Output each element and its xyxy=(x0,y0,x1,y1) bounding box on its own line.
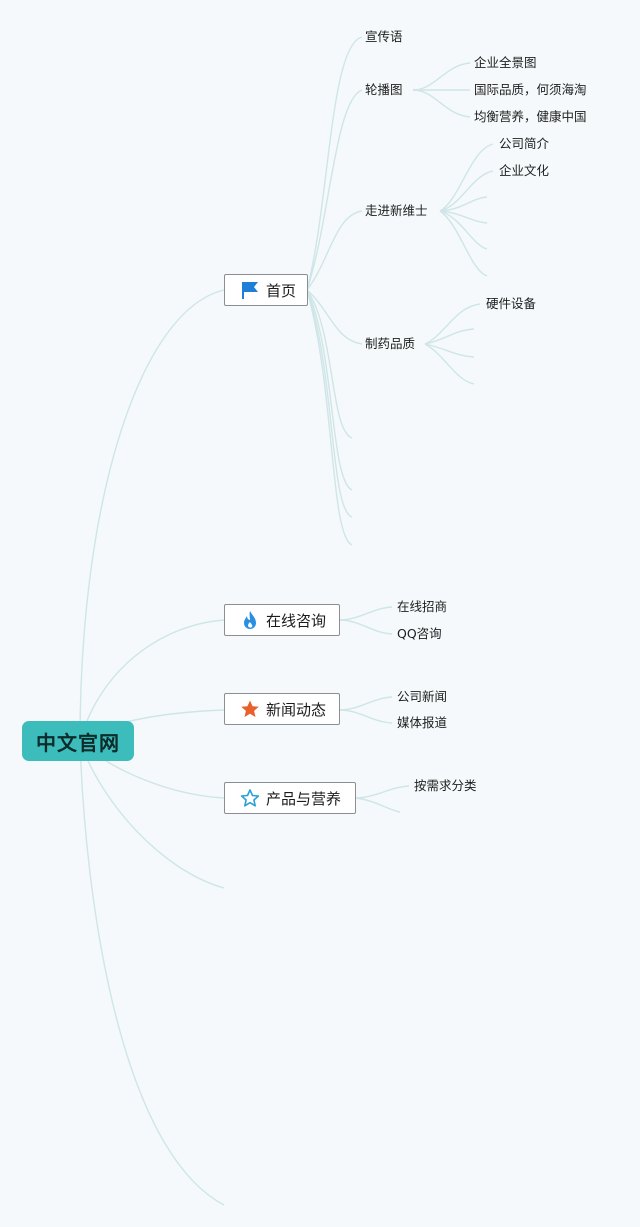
connector-home-empty-1 xyxy=(306,289,353,439)
news-item[interactable]: 公司新闻 xyxy=(397,689,448,704)
subtopic-slogan[interactable]: 宣传语 xyxy=(365,29,403,44)
connector-about-empty-2 xyxy=(439,210,488,224)
news-item[interactable]: 媒体报道 xyxy=(397,715,448,730)
connector-home-slogan xyxy=(306,36,363,291)
connector-root-empty-1 xyxy=(79,740,225,889)
connector-about-empty-1 xyxy=(439,196,488,212)
connector-about-empty-4 xyxy=(439,210,488,277)
connector-home-pharma xyxy=(306,289,363,345)
connector-home-carousel xyxy=(306,89,363,291)
connector-about-empty-3 xyxy=(439,210,488,250)
connector-consult-2 xyxy=(338,619,393,635)
topic-home[interactable]: 首页 xyxy=(224,274,308,306)
products-item[interactable]: 按需求分类 xyxy=(414,778,477,793)
about-item[interactable]: 公司简介 xyxy=(499,136,550,151)
connector-carousel-1 xyxy=(412,62,471,91)
connector-home-empty-4 xyxy=(306,289,353,546)
topic-news[interactable]: 新闻动态 xyxy=(224,693,340,725)
about-item[interactable]: 企业文化 xyxy=(499,163,550,178)
connector-about-2 xyxy=(439,170,494,212)
connector-pharma-empty-2 xyxy=(424,343,475,358)
connector-pharma-empty-3 xyxy=(424,343,475,385)
connector-home-about xyxy=(306,210,363,291)
topic-products-label: 产品与营养 xyxy=(266,789,342,808)
topic-home-label: 首页 xyxy=(266,281,297,300)
pharma-item[interactable]: 硬件设备 xyxy=(486,296,537,311)
carousel-item[interactable]: 均衡营养，健康中国 xyxy=(474,109,587,124)
connector-root-consult xyxy=(79,619,225,742)
topic-consult-label: 在线咨询 xyxy=(266,611,327,630)
connector-news-1 xyxy=(338,696,393,711)
star-outline-icon xyxy=(240,789,260,807)
connector-pharma-1 xyxy=(424,303,481,345)
connector-about-1 xyxy=(439,143,494,212)
flag-icon xyxy=(242,282,258,299)
subtopic-carousel[interactable]: 轮播图 xyxy=(365,82,403,97)
connector-carousel-3 xyxy=(412,89,471,118)
connector-home-empty-3 xyxy=(306,289,353,518)
root-label: 中文官网 xyxy=(36,730,120,755)
root-node[interactable]: 中文官网 xyxy=(22,721,134,761)
connector-root-empty-2 xyxy=(79,740,225,1206)
connector-root-home xyxy=(79,289,225,742)
connector-pharma-empty-1 xyxy=(424,328,475,345)
topic-news-label: 新闻动态 xyxy=(266,700,327,719)
connector-products-1 xyxy=(354,785,410,799)
consult-item[interactable]: QQ咨询 xyxy=(397,626,442,641)
subtopic-pharma[interactable]: 制药品质 xyxy=(365,336,416,351)
carousel-item[interactable]: 国际品质，何须海淘 xyxy=(474,82,587,97)
connector-news-2 xyxy=(338,709,393,724)
fire-icon xyxy=(244,611,256,629)
connector-home-empty-2 xyxy=(306,289,353,491)
connector-consult-1 xyxy=(338,606,393,621)
star-filled-icon xyxy=(241,700,259,717)
subtopic-about[interactable]: 走进新维士 xyxy=(365,203,428,218)
topic-products[interactable]: 产品与营养 xyxy=(224,782,356,814)
connector-products-empty-1 xyxy=(354,797,401,813)
topic-consult[interactable]: 在线咨询 xyxy=(224,604,340,636)
consult-item[interactable]: 在线招商 xyxy=(397,599,448,614)
carousel-item[interactable]: 企业全景图 xyxy=(474,55,537,70)
